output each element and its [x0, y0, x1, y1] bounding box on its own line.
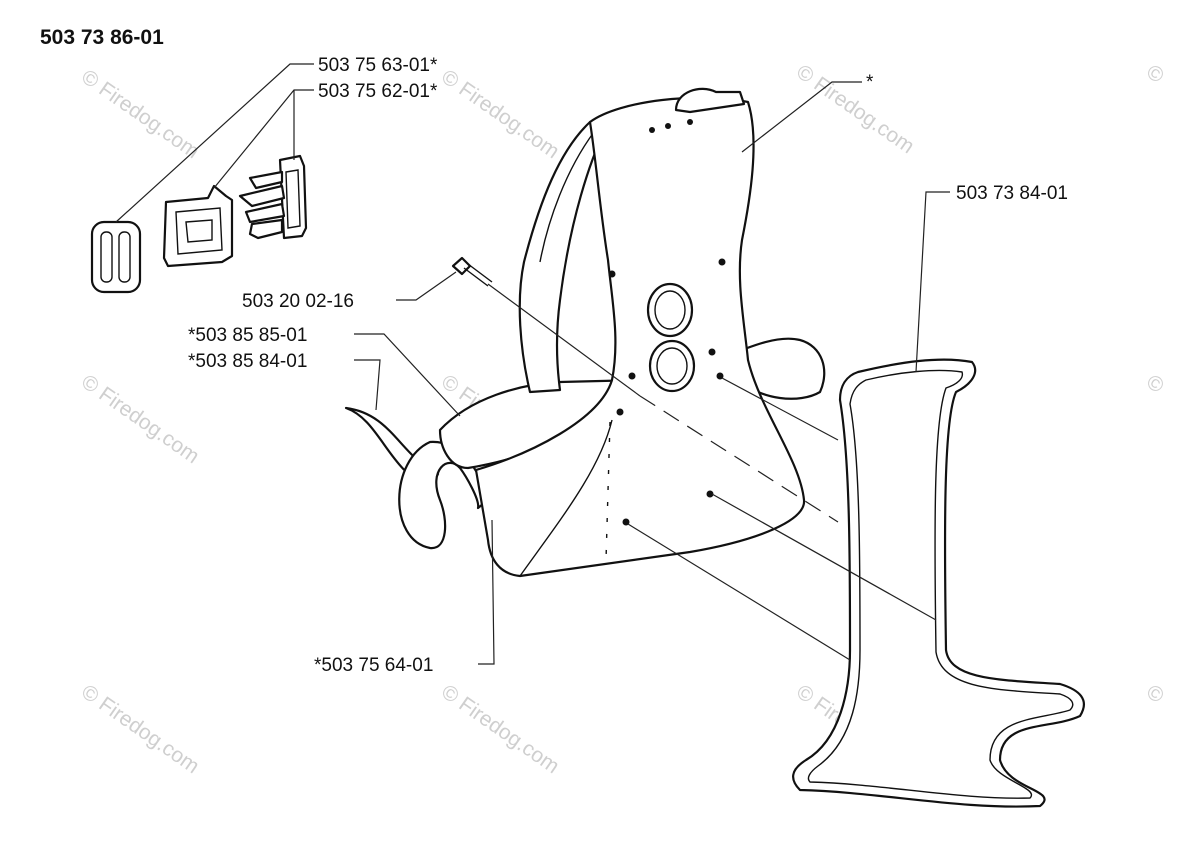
- watermark: ©: [1142, 60, 1168, 88]
- harness: [344, 87, 826, 578]
- mount-hole: [708, 348, 716, 356]
- frame: [792, 358, 1085, 808]
- label-buckle: 503 75 62-01*: [318, 81, 438, 102]
- label-belt: *503 85 85-01: [188, 325, 307, 346]
- label-screw: 503 20 02-16: [242, 291, 354, 312]
- watermark: © Firedog.com: [77, 370, 203, 468]
- leader-lines: [115, 63, 950, 665]
- label-frame: 503 73 84-01: [956, 183, 1068, 204]
- buckle-slide: [90, 220, 142, 294]
- assembly-number: 503 73 86-01: [40, 26, 164, 49]
- mount-hole: [628, 372, 636, 380]
- watermark: © Firedog.com: [437, 680, 563, 778]
- label-hip-pad: *503 85 84-01: [188, 351, 307, 372]
- label-pad: *: [866, 72, 874, 93]
- watermark: © Firedog.com: [77, 680, 203, 778]
- label-buckle-strap: 503 75 63-01*: [318, 55, 438, 76]
- watermark: © Firedog.com: [437, 65, 563, 163]
- mount-hole: [608, 270, 616, 278]
- screw: [451, 256, 493, 287]
- watermark: © Firedog.com: [77, 65, 203, 163]
- buckle-female: [162, 184, 234, 268]
- mount-hole: [616, 408, 624, 416]
- mount-hole: [716, 372, 724, 380]
- buckle-male: [238, 154, 308, 240]
- mount-hole: [718, 258, 726, 266]
- part-labels: 503 75 63-01* 503 75 62-01* * 503 73 84-…: [188, 55, 1068, 676]
- watermark: © Firedog.com: [792, 60, 918, 158]
- mount-hole: [622, 518, 630, 526]
- label-strap: *503 75 64-01: [314, 655, 433, 676]
- mount-hole: [706, 490, 714, 498]
- watermark: ©: [1142, 370, 1168, 398]
- watermark: ©: [1142, 680, 1168, 708]
